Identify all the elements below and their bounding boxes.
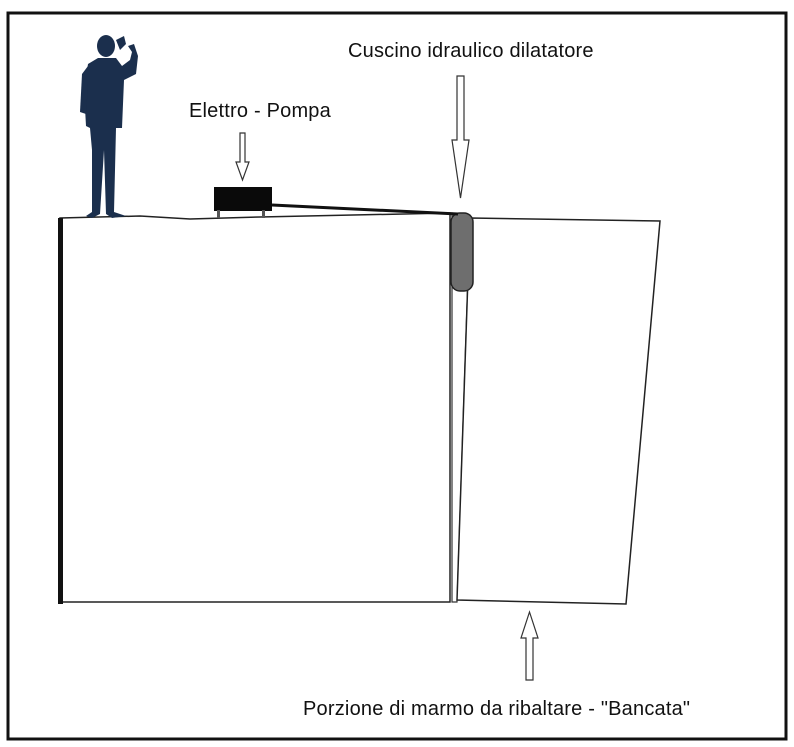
outer-border — [6, 11, 788, 741]
marble-portion-label: Porzione di marmo da ribaltare - "Bancat… — [303, 698, 691, 720]
hydraulic-cushion-icon — [450, 212, 474, 292]
marble-bench-left — [58, 212, 451, 604]
hydraulic-hose — [271, 203, 459, 216]
pump-label: Elettro - Pompa — [189, 100, 331, 122]
person-silhouette-icon — [80, 35, 138, 218]
arrow-block-icon — [520, 610, 539, 681]
arrow-cushion-icon — [451, 75, 470, 199]
quarry-wall — [58, 218, 63, 604]
cushion-label: Cuscino idraulico dilatatore — [348, 40, 594, 62]
marble-portion-to-tip — [456, 217, 661, 605]
pump-box-icon — [214, 187, 272, 218]
arrow-pump-icon — [235, 132, 250, 182]
